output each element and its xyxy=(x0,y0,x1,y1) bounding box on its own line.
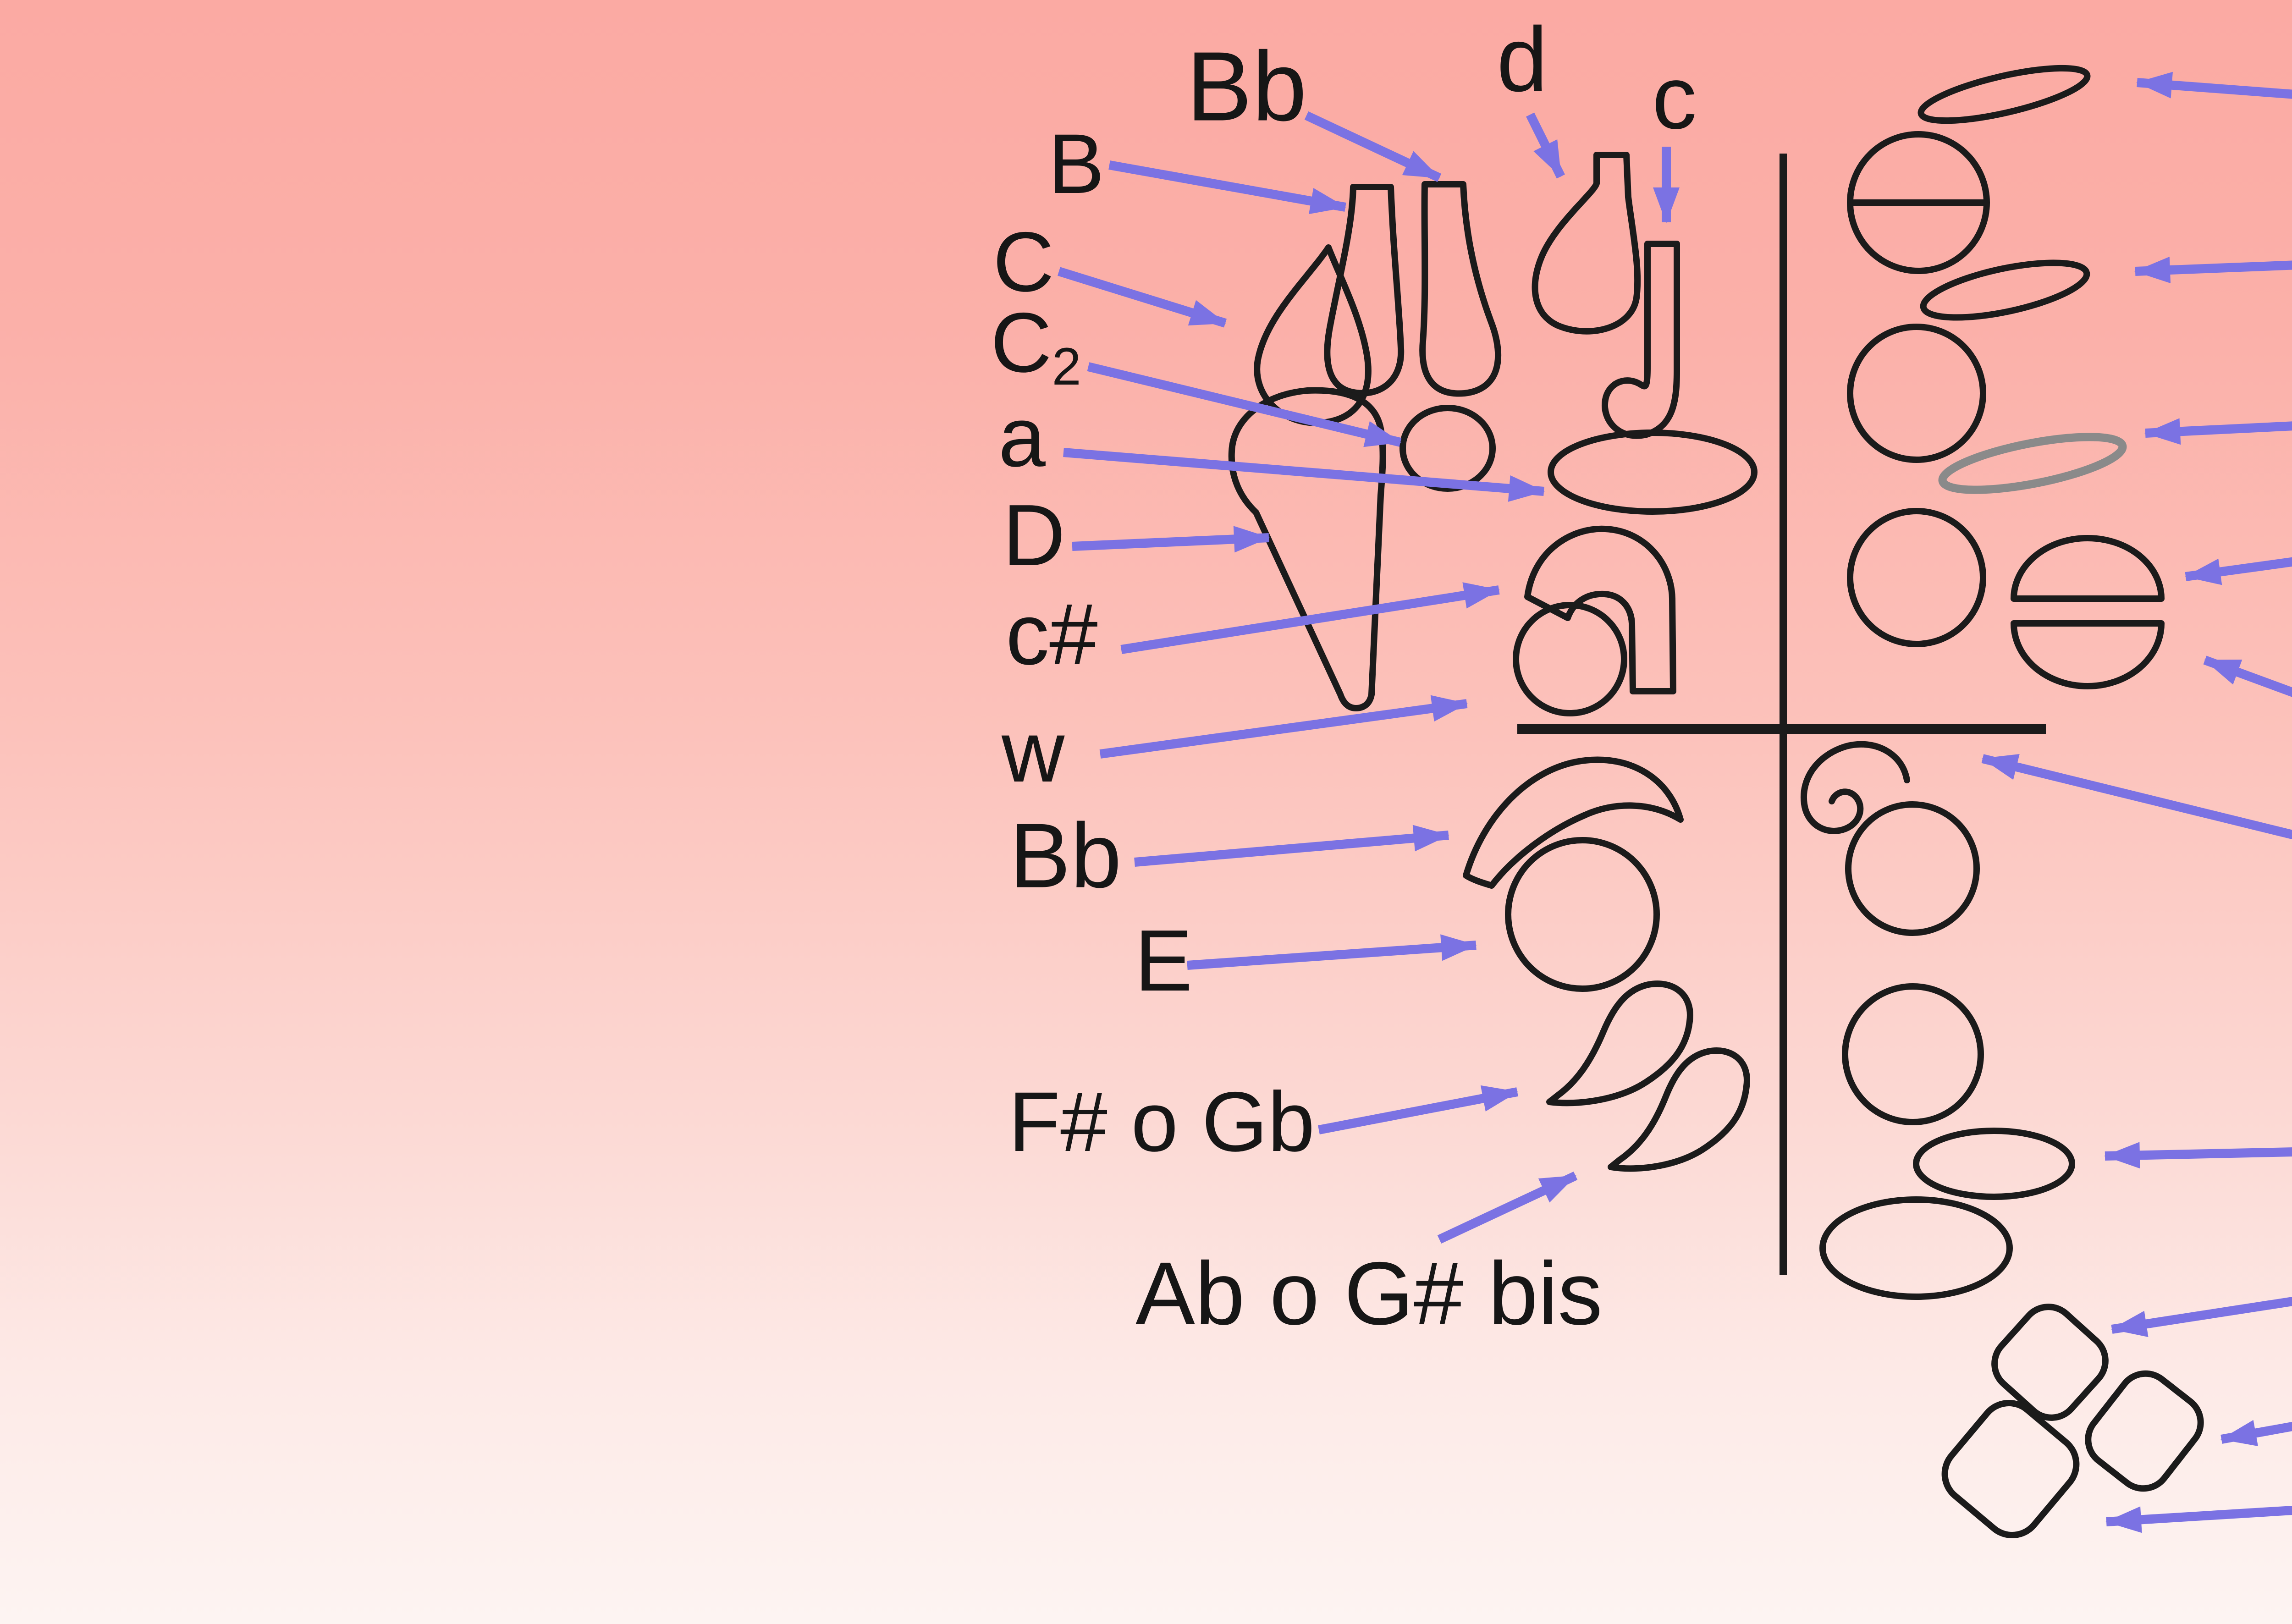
arrow-eb xyxy=(2134,257,2292,283)
key-c-hook xyxy=(1602,241,1680,439)
arrow-F xyxy=(2111,1297,2292,1338)
key-lower-ellipse xyxy=(1819,1196,2013,1300)
key-EbDsharp-half-top xyxy=(2011,535,2165,602)
label-w: w xyxy=(1001,703,1065,800)
arrow-d xyxy=(1526,112,1565,179)
label-E: E xyxy=(1135,912,1193,1009)
label-B: B xyxy=(1048,117,1104,211)
key-eb-bis-blade xyxy=(1938,433,2127,494)
key-DbCsharp-half-bottom xyxy=(2011,620,2165,689)
arrow-Fsharp-o-Gb-bis xyxy=(2220,1420,2292,1447)
arrow-E xyxy=(1187,934,1477,970)
label-c-sharp: c# xyxy=(1006,586,1098,683)
key-Bb-bis-ellipse xyxy=(1913,1128,2075,1200)
arrow-Bb-low xyxy=(1134,825,1449,867)
key-E-circle xyxy=(1505,837,1660,992)
key-d-sail xyxy=(1532,152,1641,335)
key-C2-circle xyxy=(1399,405,1496,492)
arrow-Eb-o-Dsharp xyxy=(2185,557,2292,585)
key-e-blade xyxy=(1917,65,2091,124)
key-Ab-bis-comma xyxy=(1608,1047,1750,1172)
arrow-eb-bis xyxy=(2144,418,2292,445)
key-csharp-tr-curl xyxy=(1800,741,1910,834)
key-a-ellipse xyxy=(1548,429,1758,515)
key-B-bottle xyxy=(1324,184,1405,396)
label-C2-main: C xyxy=(991,296,1052,390)
arrow-D xyxy=(1072,526,1270,553)
label-Bb-left: Bb xyxy=(1186,31,1307,142)
key-Fsharp-comma xyxy=(1546,980,1693,1107)
key-eb-blade xyxy=(1920,259,2090,321)
label-C: C xyxy=(993,215,1054,309)
key-Fsharp-bis-pad xyxy=(2085,1370,2204,1492)
key-hole-chord-circle xyxy=(1847,131,1990,274)
arrow-Bb-left xyxy=(1304,111,1442,182)
label-C2-subscript: 2 xyxy=(1052,337,1081,396)
key-hole-mid xyxy=(1847,508,1986,647)
label-a: a xyxy=(998,390,1046,484)
key-F-pad xyxy=(1991,1304,2109,1421)
arrow-e xyxy=(2136,72,2292,99)
label-c: c xyxy=(1652,48,1697,148)
key-D-drop xyxy=(1228,387,1386,711)
arrow-w xyxy=(1099,695,1468,759)
arrow-Bb-bis xyxy=(2104,1142,2292,1169)
key-hole-upper xyxy=(1847,324,1986,463)
label-Bb-low: Bb xyxy=(1009,805,1122,907)
arrow-Ab-o-Gsharp xyxy=(2105,1506,2292,1533)
key-Ab-pad xyxy=(1941,1399,2080,1539)
arrow-csharp-tr xyxy=(1981,754,2292,840)
arrow-Db-o-Csharp xyxy=(2203,655,2292,697)
key-csharp-cane xyxy=(1524,525,1676,694)
key-hole-lower-2 xyxy=(1842,983,1984,1125)
label-d: d xyxy=(1497,9,1548,111)
label-C2: C2 xyxy=(991,296,1081,396)
key-w-circle xyxy=(1513,602,1627,716)
label-Fsharp-o-Gb: F# o Gb xyxy=(1008,1075,1315,1169)
key-Bb-crescent xyxy=(1463,756,1684,889)
label-D: D xyxy=(1003,487,1065,584)
label-Ab-o-Gsharp-bis: Ab o G# bis xyxy=(1135,1244,1603,1343)
arrow-Fsharp-o-Gb xyxy=(1318,1085,1518,1134)
arrow-Ab-o-Gsharp-bis xyxy=(1437,1171,1578,1244)
arrow-C xyxy=(1058,267,1227,328)
arrow-B xyxy=(1108,160,1346,215)
arrow-c-sharp xyxy=(1120,582,1500,654)
arrow-C2 xyxy=(1087,362,1402,447)
key-Bb-bottle xyxy=(1419,181,1502,397)
arrow-a xyxy=(1063,448,1545,502)
key-hole-lower-1 xyxy=(1845,801,1980,936)
